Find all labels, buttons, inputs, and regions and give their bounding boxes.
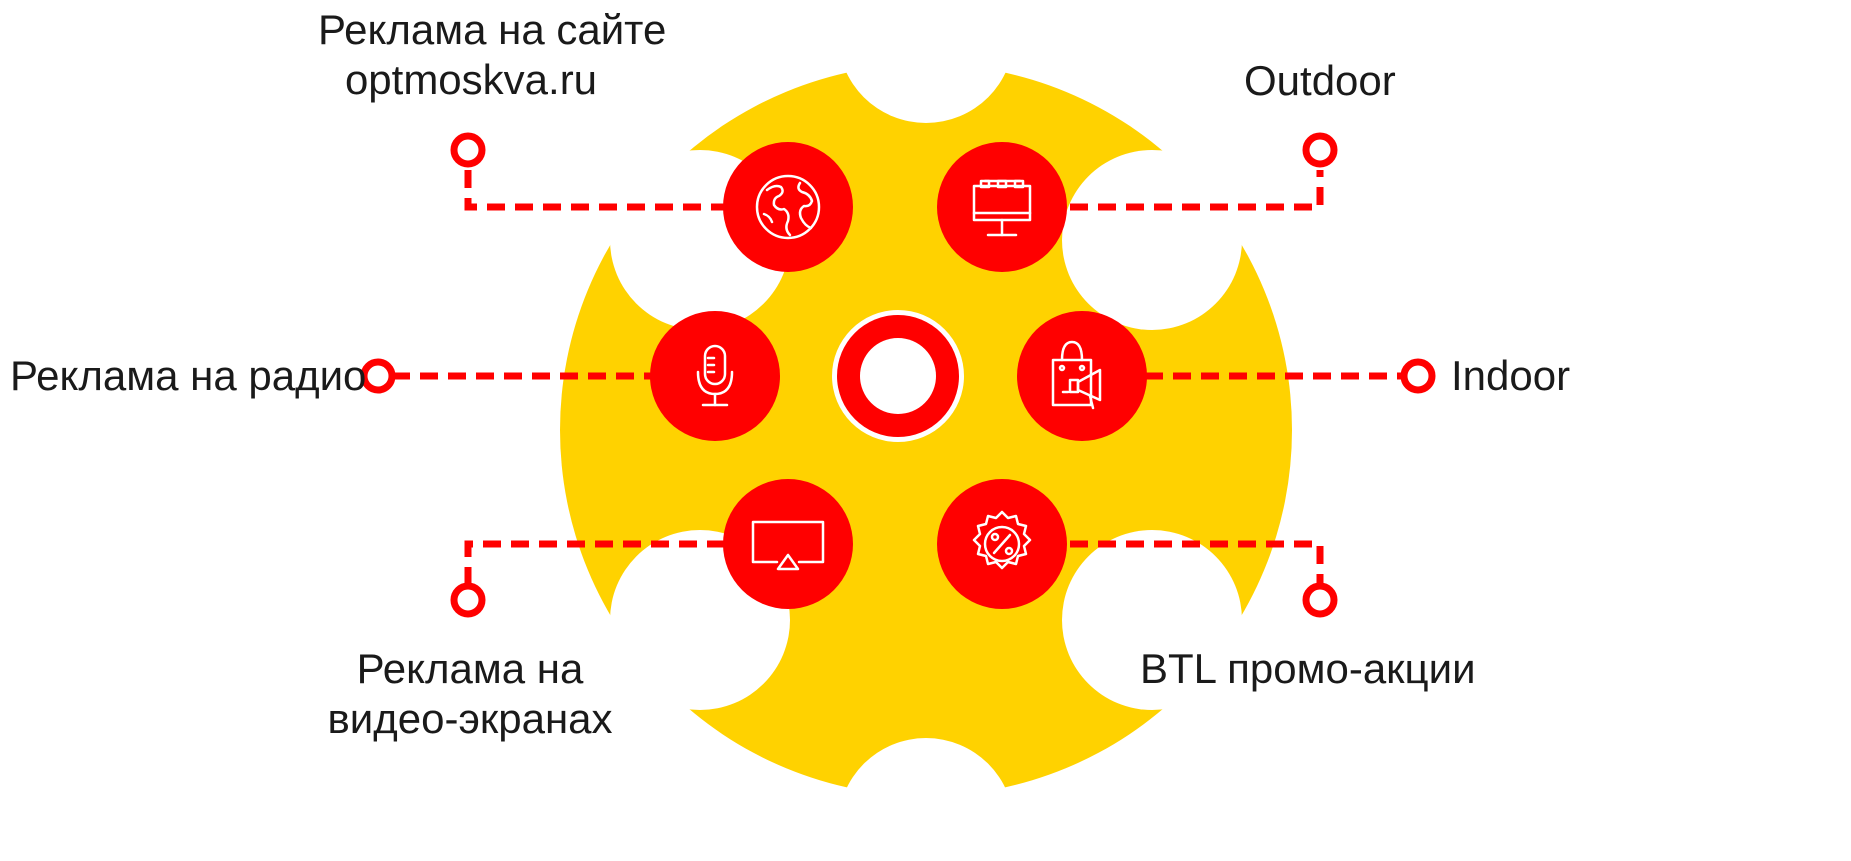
center-hole [860,338,936,414]
label-web: Реклама на сайте optmoskva.ru [318,5,667,105]
label-video: Реклама на видео-экранах [310,644,630,744]
label-web-line2: optmoskva.ru [344,56,598,103]
endpoint-outdoor [1302,132,1338,168]
connector-web [464,170,725,211]
label-web-line1: Реклама на сайте [318,6,667,53]
disc-outdoor[interactable] [937,142,1067,272]
label-video-line2: видео-экранах [327,695,613,742]
shopping-megaphone-icon [1051,340,1102,410]
disc-indoor[interactable] [1017,311,1147,441]
percent-badge-icon [972,510,1032,570]
disc-web[interactable] [723,142,853,272]
endpoint-web [450,132,486,168]
endpoint-btl [1302,582,1338,618]
connector-video [464,540,725,585]
microphone-icon [696,344,734,407]
endpoint-indoor [1400,358,1436,394]
label-video-line1: Реклама на [356,645,584,692]
disc-video[interactable] [723,479,853,609]
screen-icon [751,520,825,571]
endpoint-radio [360,358,396,394]
label-indoor: Indoor [1451,352,1571,399]
label-btl: BTL промо-акции [1140,645,1476,692]
billboard-icon [972,179,1032,237]
endpoint-video [450,582,486,618]
globe-icon [755,174,821,240]
label-radio: Реклама на радио [10,352,367,399]
disc-radio[interactable] [650,311,780,441]
label-outdoor: Outdoor [1244,57,1396,104]
